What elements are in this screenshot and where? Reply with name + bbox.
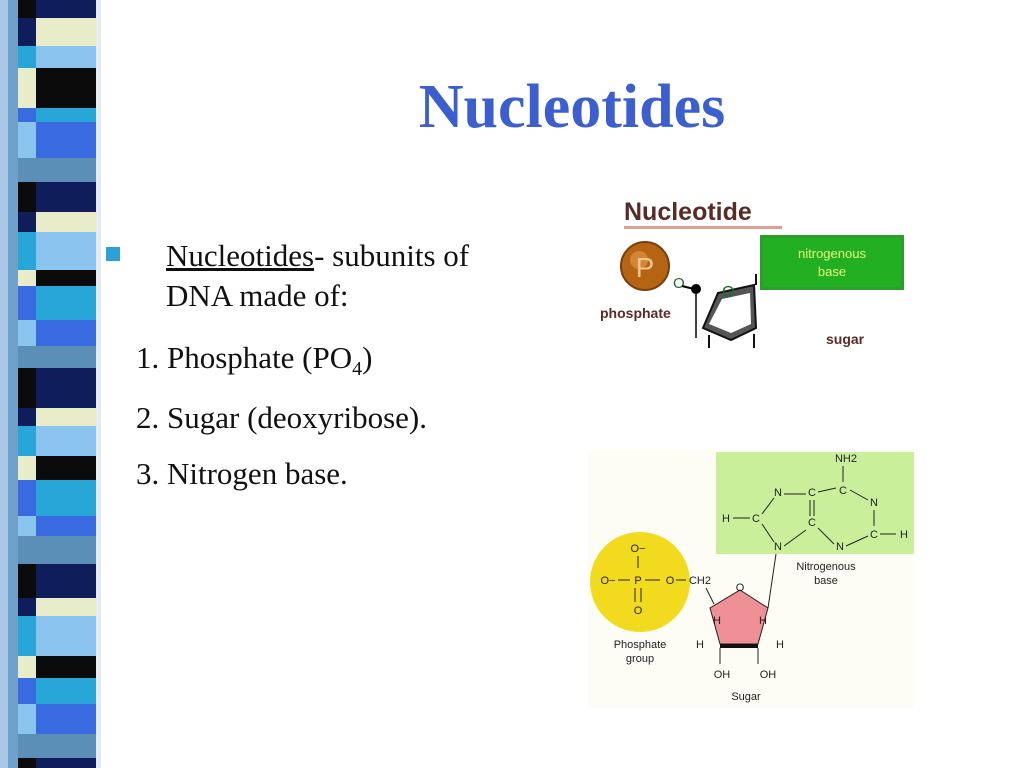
atom-o-minus-left: O− — [601, 575, 616, 587]
atom-c: C — [839, 485, 847, 497]
atom-c: C — [752, 513, 760, 525]
list-item-phosphate: 1. Phosphate (PO4) — [136, 338, 373, 381]
phosphate-group-label-line1: Phosphate — [614, 639, 667, 651]
phosphate-label: phosphate — [600, 305, 671, 321]
oxygen-label: O — [673, 275, 685, 292]
atom-p: P — [634, 575, 641, 587]
phosphate-letter: P — [636, 252, 655, 283]
base-label-line2: base — [818, 264, 846, 279]
bullet-text: Nucleotides- subunits of DNA made of: — [166, 236, 526, 316]
nitrogenous-label-line1: Nitrogenous — [796, 561, 856, 573]
phosphate-group-circle — [590, 532, 690, 632]
ring-oxygen: O — [722, 284, 734, 301]
list-item-suffix: ) — [362, 340, 373, 375]
atom-o-minus: O− — [631, 543, 646, 555]
sugar-label: Sugar — [731, 691, 761, 703]
bullet-marker — [106, 247, 120, 261]
nucleotide-diagram: Nucleotide P O O phosphate nitrogenous b… — [600, 198, 904, 348]
nucleotide-structure: O− O− P O O CH2 O H H H H OH OH NH2 N C … — [588, 450, 914, 708]
ch2-label: CH2 — [689, 575, 711, 587]
atom-h: H — [696, 639, 704, 651]
atom-o-bridge: O — [666, 575, 675, 587]
atom-c: C — [808, 487, 816, 499]
atom-h: H — [713, 615, 721, 627]
hydroxyl: OH — [760, 669, 777, 681]
atom-h: H — [776, 639, 784, 651]
base-highlight — [716, 452, 914, 554]
phosphate-group-label-line2: group — [626, 653, 654, 665]
atom-n: N — [870, 497, 878, 509]
atom-n: N — [774, 541, 782, 553]
atom-n: N — [774, 487, 782, 499]
list-item-base: 3. Nitrogen base. — [136, 456, 348, 491]
atom-o-double: O — [634, 605, 643, 617]
atom-c: C — [870, 529, 878, 541]
base-label-line1: nitrogenous — [798, 246, 866, 261]
sugar-label: sugar — [826, 331, 865, 347]
list-item-sugar: 2. Sugar (deoxyribose). — [136, 400, 427, 435]
nitrogenous-label-line2: base — [814, 575, 838, 587]
decorative-stripe — [0, 0, 120, 768]
nh2-label: NH2 — [835, 453, 857, 465]
hydroxyl: OH — [714, 669, 731, 681]
bullet-term: Nucleotides — [166, 238, 315, 273]
atom-c: C — [808, 517, 816, 529]
ring-oxygen: O — [736, 582, 745, 594]
atom-h: H — [759, 615, 767, 627]
slide-title: Nucleotides — [418, 73, 726, 141]
diagram-heading: Nucleotide — [624, 198, 752, 226]
subscript: 4 — [352, 358, 363, 381]
atom-n: N — [836, 541, 844, 553]
atom-h: H — [722, 513, 730, 525]
atom-h: H — [900, 529, 908, 541]
bullet-rest: - subunits of DNA made of: — [166, 238, 470, 313]
bond-dot — [691, 284, 701, 294]
list-item-text: 1. Phosphate (PO — [136, 340, 353, 375]
